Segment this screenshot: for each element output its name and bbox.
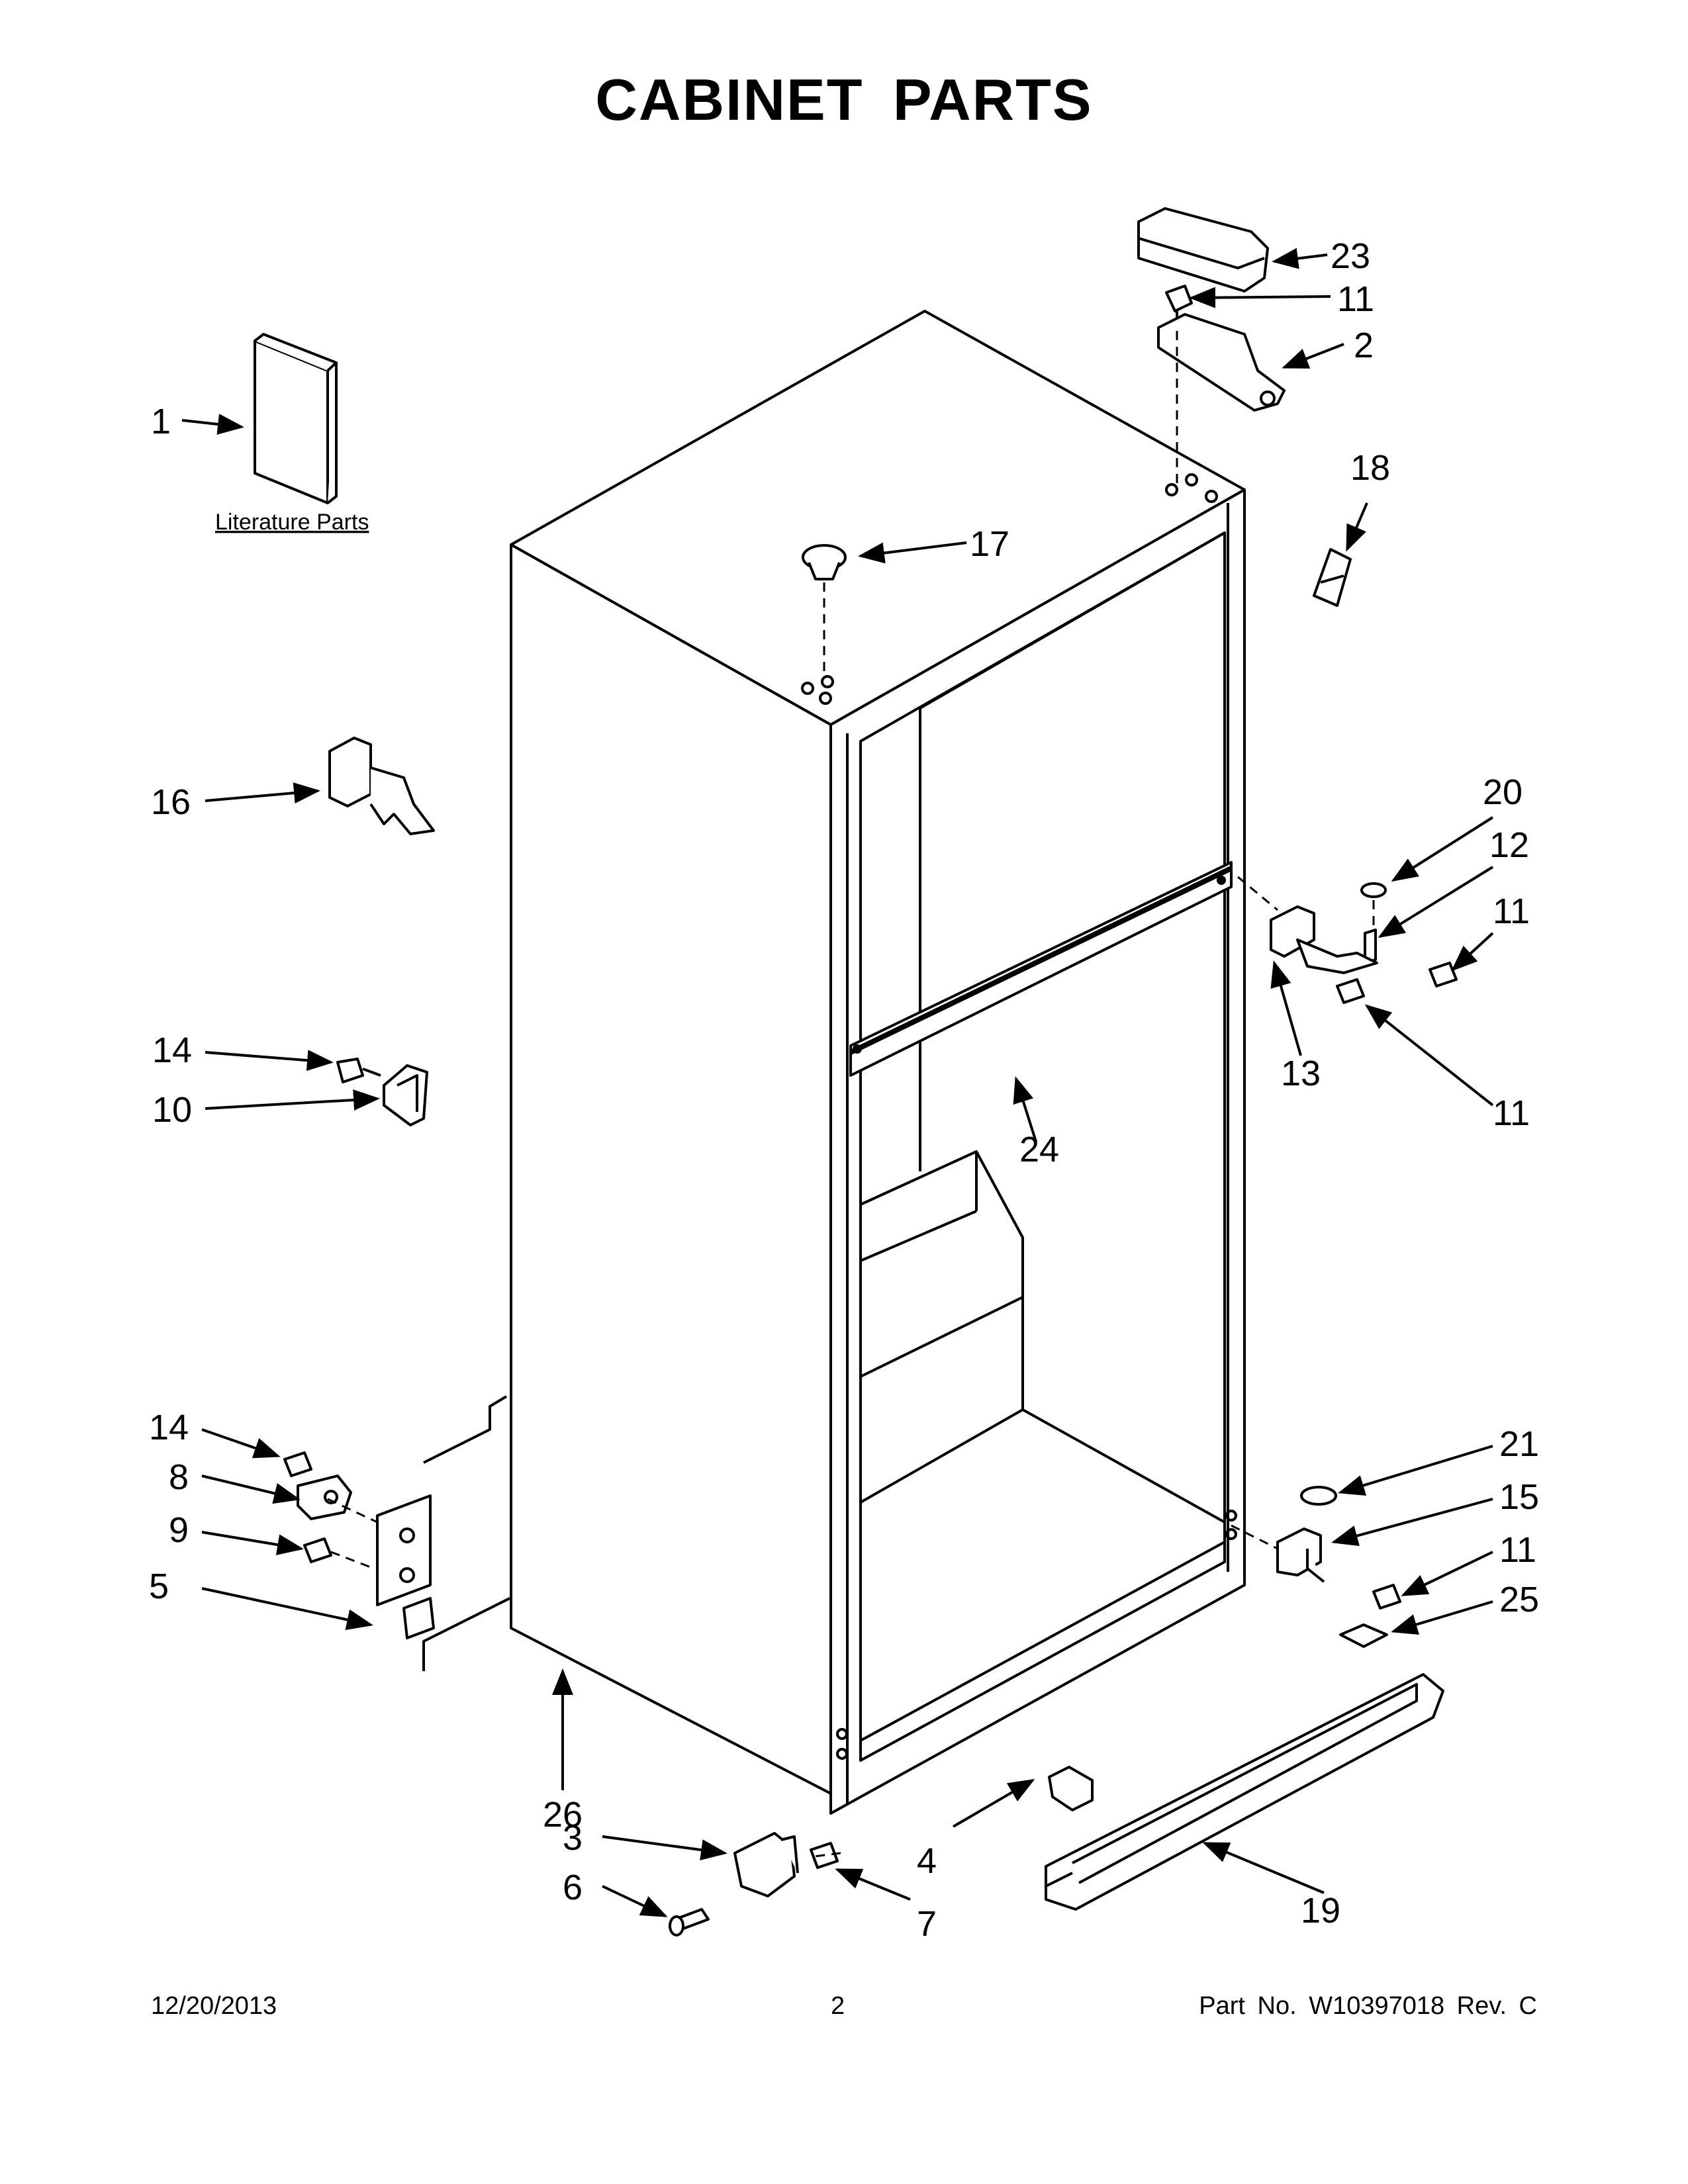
callout-11: 11 xyxy=(1493,891,1530,931)
cabinet-body xyxy=(510,310,1246,1815)
callout-14: 14 xyxy=(152,1030,192,1070)
leveling-bolt-part xyxy=(669,1908,710,1936)
callout-2: 2 xyxy=(1354,326,1374,365)
callout-16: 16 xyxy=(151,782,191,822)
top-hinge-part xyxy=(1157,313,1286,412)
base-grille-part xyxy=(1045,1673,1444,1911)
screw-part-nine xyxy=(303,1537,332,1563)
screw-part-left-upper xyxy=(336,1058,381,1083)
bottom-washer-part xyxy=(1300,1486,1337,1506)
callout-23: 23 xyxy=(1331,236,1370,276)
callout-11: 11 xyxy=(1493,1093,1530,1133)
callout-12: 12 xyxy=(1489,825,1529,865)
footer-page-number: 2 xyxy=(831,1992,845,2020)
callout-14: 14 xyxy=(149,1408,189,1447)
door-stop-part xyxy=(328,737,435,835)
hinge-mount-outline xyxy=(422,1395,510,1671)
left-bottom-hinge-bracket-part xyxy=(376,1494,435,1639)
page-title: CABINET PARTS xyxy=(595,67,1093,132)
callout-25: 25 xyxy=(1499,1580,1539,1619)
callout-1: 1 xyxy=(151,402,171,441)
callout-17: 17 xyxy=(970,524,1009,564)
washer-part xyxy=(1360,882,1387,898)
callout-13: 13 xyxy=(1281,1054,1321,1093)
footer-part-number: Part No. W10397018 Rev. C xyxy=(1199,1992,1537,2020)
alignment-lines xyxy=(327,331,1375,1858)
screw-part-right-a xyxy=(1429,962,1458,987)
bottom-hinge-part xyxy=(1276,1527,1325,1583)
callout-24: 24 xyxy=(1019,1130,1059,1169)
callout-15: 15 xyxy=(1499,1477,1539,1517)
callout-6: 6 xyxy=(563,1868,583,1907)
callout-3: 3 xyxy=(563,1818,583,1858)
callout-10: 10 xyxy=(152,1090,192,1130)
callout-8: 8 xyxy=(169,1457,189,1497)
callout-26: 26 xyxy=(543,1795,583,1835)
shim-part xyxy=(1339,1623,1388,1648)
callout-labels: 1 Literature Parts 23 11 2 17 18 16 20 1… xyxy=(149,236,1539,1944)
callout-5: 5 xyxy=(149,1567,169,1606)
callout-9: 9 xyxy=(169,1510,189,1550)
hinge-cover-part xyxy=(1137,207,1269,293)
callout-20: 20 xyxy=(1483,772,1523,812)
callout-4: 4 xyxy=(917,1841,937,1881)
door-stop-bracket-part xyxy=(383,1064,428,1126)
callout-11: 11 xyxy=(1499,1530,1536,1570)
leveler-bracket-part xyxy=(733,1832,799,1897)
grille-clip-part xyxy=(1048,1766,1094,1811)
plug-button-part xyxy=(802,544,847,580)
hinge-pin-part xyxy=(1364,929,1377,964)
callout-18: 18 xyxy=(1350,448,1390,488)
callout-21: 21 xyxy=(1499,1424,1539,1464)
literature-booklet-part xyxy=(254,333,338,504)
clip-part xyxy=(1313,548,1352,607)
leader-arrows xyxy=(181,248,1494,1917)
screw-part-right-b xyxy=(1336,978,1365,1004)
screw-part-left-lower xyxy=(283,1451,312,1477)
callout-19: 19 xyxy=(1301,1891,1340,1931)
literature-parts-label: Literature Parts xyxy=(215,510,369,535)
center-hinge-part xyxy=(1270,905,1378,974)
clamp-part xyxy=(297,1475,352,1520)
screw-part-bottom xyxy=(1372,1584,1401,1610)
footer-date: 12/20/2013 xyxy=(151,1992,277,2020)
callout-11: 11 xyxy=(1337,279,1374,319)
callout-7: 7 xyxy=(917,1904,937,1944)
